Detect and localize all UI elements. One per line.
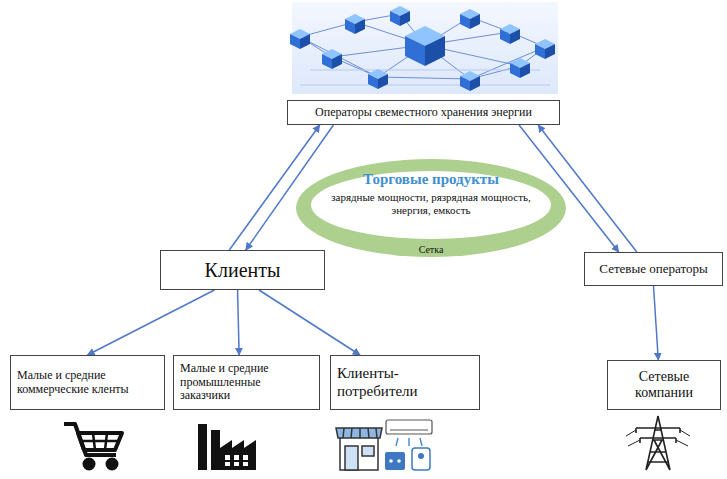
node-text: Сетка	[419, 244, 444, 256]
products-ellipse: Торговые продукты зарядные мощности, рязр…	[295, 158, 567, 258]
clients-box: Клиенты	[160, 250, 325, 290]
grid-company-box: Сетевые компании	[607, 360, 721, 410]
factory-icon	[198, 424, 256, 470]
node-label: Клиенты-потребители	[337, 365, 473, 400]
flow-arrow	[238, 290, 240, 355]
flow-arrow	[259, 290, 360, 355]
boiler-icon	[412, 448, 430, 470]
node-text: зарядные мощности, рязрядная мощность, э…	[329, 191, 533, 216]
node-label: Операторы свеместного хранения энергии	[294, 106, 553, 120]
network-ground	[292, 2, 558, 94]
node-label: Малые и средние промышленные заказчики	[180, 362, 313, 403]
air-conditioner-icon	[386, 420, 432, 446]
network-illustration	[290, 2, 558, 94]
node-label: Торговые продукты	[363, 171, 499, 188]
consumer-icons	[336, 420, 432, 470]
shop-icon	[336, 428, 382, 470]
grid-operators-box: Сетевые операторы	[584, 252, 723, 286]
socket-icon	[385, 452, 405, 470]
client-type-box: Клиенты-потребители	[330, 355, 480, 410]
client-type-box: Малые и средние коммерческие кленты	[10, 355, 165, 410]
node-label: Клиенты	[167, 259, 318, 282]
node-label: Сетевые компании	[614, 369, 714, 401]
client-type-box: Малые и средние промышленные заказчики	[173, 355, 320, 410]
operator-box: Операторы свеместного хранения энергии	[287, 100, 560, 125]
ellipse-outer	[296, 159, 566, 257]
node-label: Сетевые операторы	[591, 262, 716, 277]
cart-icon	[64, 424, 122, 469]
ellipse-inner	[311, 171, 551, 239]
flow-arrow	[229, 125, 319, 250]
node-label: Малые и средние коммерческие кленты	[17, 369, 158, 397]
flow-arrow	[88, 290, 215, 355]
network-cubes	[290, 6, 555, 91]
network-links	[300, 14, 550, 85]
power-tower-icon	[626, 416, 690, 470]
flow-arrow	[654, 286, 659, 360]
